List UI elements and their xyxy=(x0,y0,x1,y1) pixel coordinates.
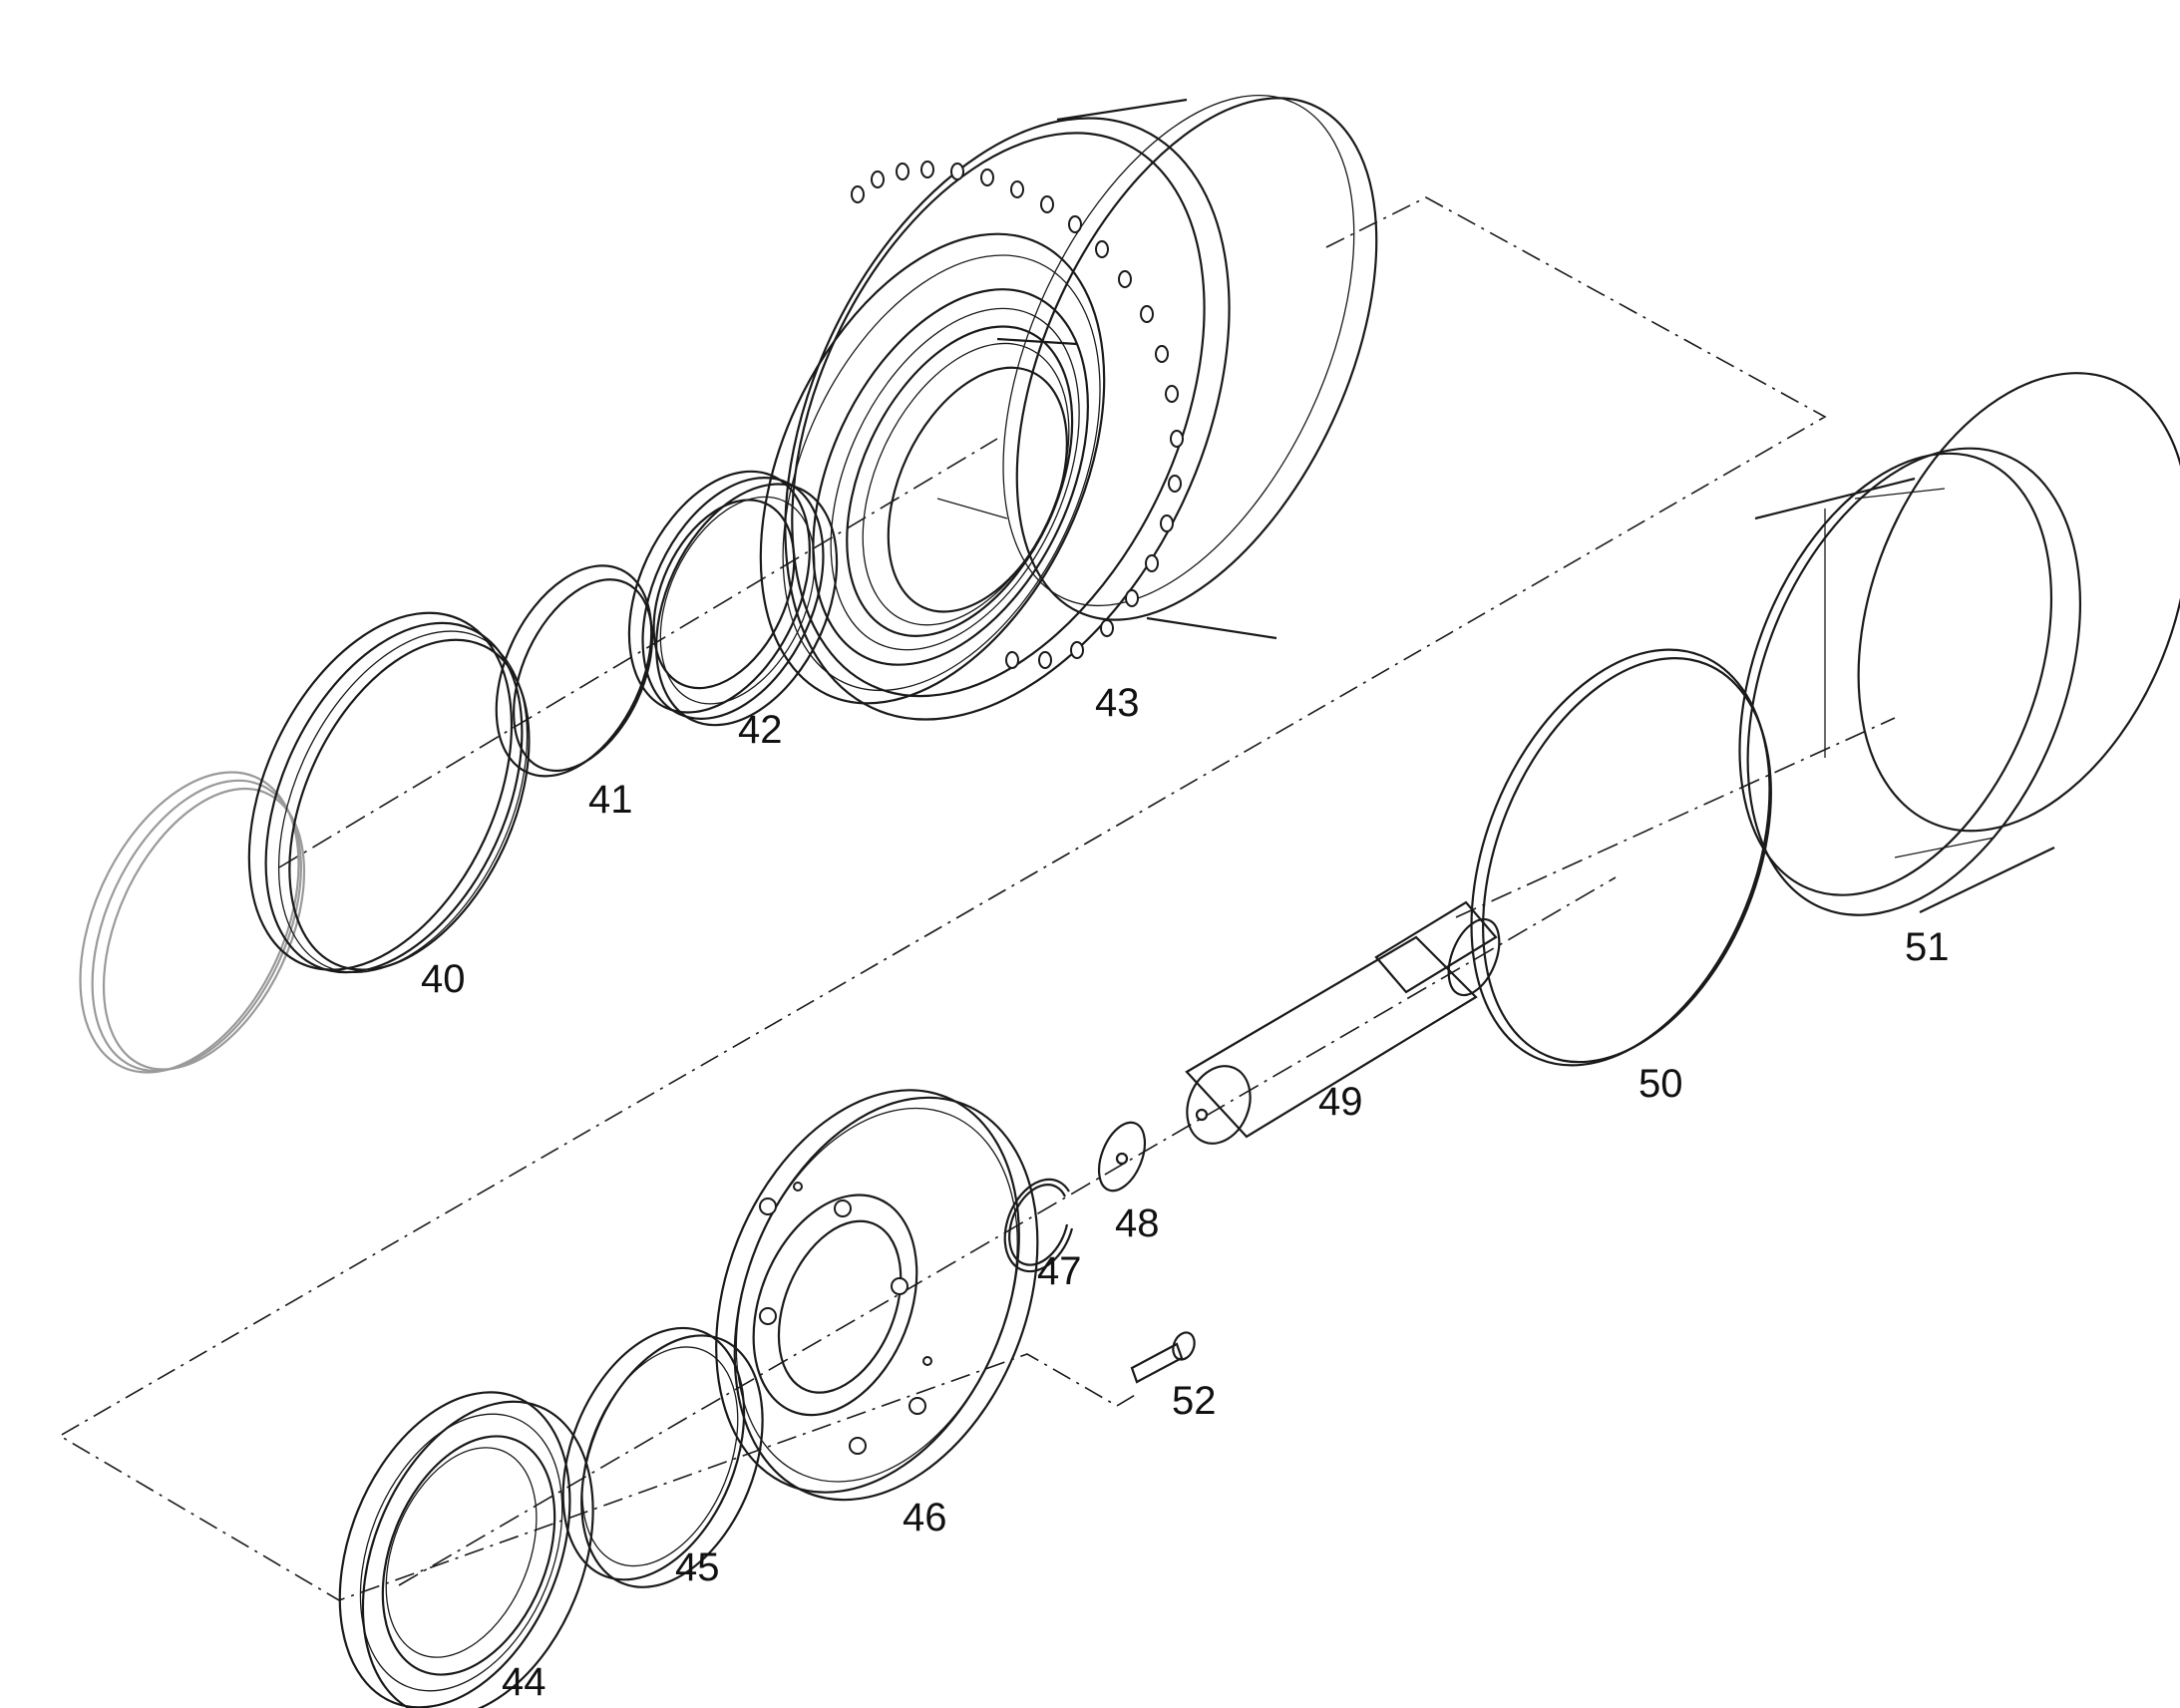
callout-51: 51 xyxy=(1905,925,1950,969)
upper-assembly-axis xyxy=(278,438,998,868)
callout-47: 47 xyxy=(1037,1249,1082,1293)
disc-bolt-holes xyxy=(759,1182,932,1455)
lower-assembly-axis xyxy=(398,876,1617,1586)
callout-42: 42 xyxy=(738,708,783,752)
callout-43: 43 xyxy=(1095,681,1140,725)
part-48-washer xyxy=(1097,1121,1147,1193)
callout-40: 40 xyxy=(421,957,466,1001)
part-45-split-ring xyxy=(561,1326,764,1588)
callout-49: 49 xyxy=(1318,1080,1363,1124)
part-44-bearing xyxy=(338,1391,594,1708)
part-42-bearing xyxy=(627,470,839,727)
callout-44: 44 xyxy=(502,1660,546,1704)
callout-50: 50 xyxy=(1638,1062,1683,1106)
part-41-retaining-ring xyxy=(495,564,654,778)
callout-41: 41 xyxy=(588,778,633,822)
part-51-outer-sleeve xyxy=(1738,372,2180,916)
right-assembly-axis xyxy=(1455,717,1896,918)
part-50-snap-ring xyxy=(1470,648,1772,1067)
callout-52: 52 xyxy=(1172,1379,1217,1423)
flange-bolt-holes xyxy=(851,161,1184,669)
part-40-seal-ring xyxy=(247,611,531,974)
part-52-bolt xyxy=(1130,1331,1196,1384)
part-47-circlip xyxy=(1003,1178,1074,1273)
part-46-splined-disc xyxy=(715,1089,1039,1502)
assembly-frame-line xyxy=(58,196,1827,1601)
callout-45: 45 xyxy=(675,1545,720,1589)
callout-46: 46 xyxy=(903,1496,947,1539)
part-40-seal-ring-ghost xyxy=(79,771,306,1074)
callout-48: 48 xyxy=(1115,1201,1160,1245)
part-49-shaft xyxy=(1185,900,1501,1145)
part-43-hub-housing xyxy=(759,95,1378,721)
